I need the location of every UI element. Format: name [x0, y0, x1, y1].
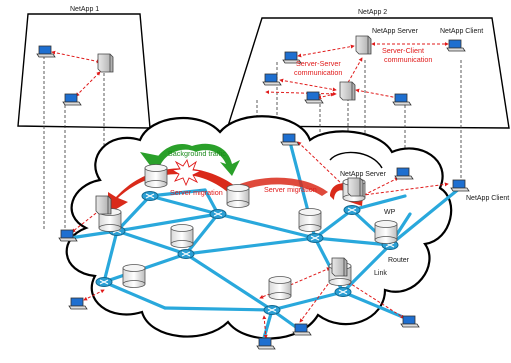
server-migration-right-label: Server migration [264, 185, 317, 194]
netapp1-plane [17, 13, 151, 129]
background-traffic-arrow-left-head [140, 152, 160, 168]
cloud-netapp-client-label: NetApp Client [466, 195, 509, 202]
server-server-comm-line2: communication [294, 68, 342, 77]
server-migration-arrow-right-tail [240, 177, 328, 196]
laptop-clients [36, 39, 470, 350]
background-traffic-arrow [152, 143, 240, 176]
server-migration-left-label: Server migration [170, 188, 223, 197]
netapp2-title: NetApp 2 [358, 9, 387, 16]
router-label: Router [388, 257, 410, 264]
netapp1-title: NetApp 1 [70, 6, 99, 13]
server-client-comm-line2: communication [384, 55, 432, 64]
server-client-comm-line1: Server-Client [382, 46, 424, 55]
link-label: Link [374, 270, 387, 277]
netapp2-server-label: NetApp Server [372, 28, 419, 35]
cloud-netapp-server-label: NetApp Server [340, 171, 387, 178]
server-towers [95, 35, 372, 277]
collision-burst-icon [170, 158, 203, 187]
server-server-comm-line1: Server-Server [296, 59, 341, 68]
background-traffic-label: Background traffic [168, 149, 226, 158]
storage-cylinders [98, 164, 398, 300]
netapp2-client-label: NetApp Client [440, 28, 483, 35]
wp-label: WP [384, 209, 396, 216]
server-migration-arrow-left [108, 168, 240, 214]
